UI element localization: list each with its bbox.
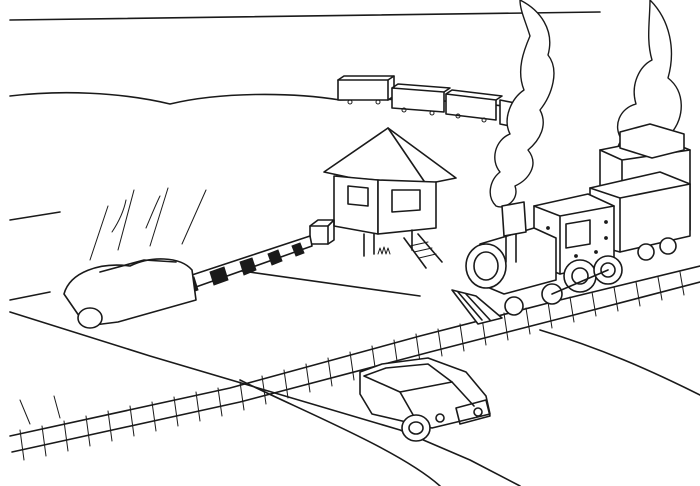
signal-house (323, 127, 457, 269)
train (451, 123, 691, 325)
car-crossing-track (359, 357, 491, 442)
hills (9, 11, 601, 109)
rail-track (9, 265, 700, 461)
car-hitting-barrier (63, 187, 207, 329)
freight-wagons (337, 75, 521, 129)
